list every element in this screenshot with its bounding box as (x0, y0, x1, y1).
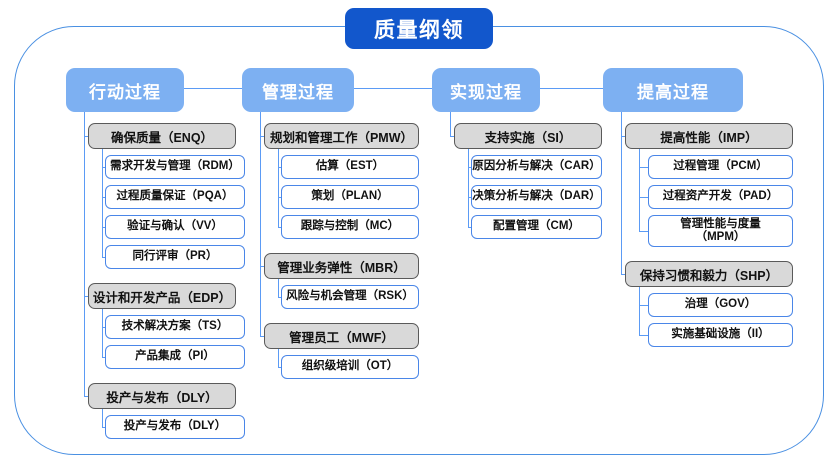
column-header-1[interactable]: 行动过程 (66, 68, 184, 112)
leaf-box[interactable]: 投产与发布（DLY） (105, 415, 245, 439)
group-box[interactable]: 提高性能（IMP） (625, 123, 793, 149)
leaf-box[interactable]: 产品集成（PI） (105, 345, 245, 369)
leaf-connector (468, 167, 471, 169)
leaf-trunk (639, 287, 641, 335)
column-header-4[interactable]: 提高过程 (603, 68, 743, 112)
leaf-box[interactable]: 验证与确认（VV） (105, 215, 245, 239)
leaf-connector (102, 197, 105, 199)
leaf-box[interactable]: 决策分析与解决（DAR） (471, 185, 602, 209)
leaf-connector (639, 305, 648, 307)
leaf-connector (102, 357, 105, 359)
leaf-connector (278, 197, 281, 199)
column-trunk (450, 112, 452, 136)
leaf-box[interactable]: 跟踪与控制（MC） (281, 215, 419, 239)
leaf-box[interactable]: 估算（EST） (281, 155, 419, 179)
leaf-connector (278, 227, 281, 229)
leaf-box[interactable]: 技术解决方案（TS） (105, 315, 245, 339)
leaf-box[interactable]: 管理性能与度量（MPM） (648, 215, 793, 247)
group-box[interactable]: 管理业务弹性（MBR） (264, 253, 419, 279)
leaf-box[interactable]: 风险与机会管理（RSK） (281, 285, 419, 309)
leaf-connector (468, 197, 471, 199)
column-trunk (260, 112, 262, 336)
top-spine (125, 88, 673, 90)
group-box[interactable]: 保持习惯和毅力（SHP） (625, 261, 793, 287)
group-box[interactable]: 投产与发布（DLY） (88, 383, 236, 409)
leaf-box[interactable]: 治理（GOV） (648, 293, 793, 317)
group-box[interactable]: 设计和开发产品（EDP） (88, 283, 236, 309)
group-connector (621, 274, 625, 276)
leaf-trunk (102, 409, 104, 427)
leaf-connector (102, 227, 105, 229)
leaf-connector (639, 231, 648, 233)
leaf-trunk (102, 149, 104, 257)
leaf-connector (102, 327, 105, 329)
group-connector (260, 136, 264, 138)
group-connector (84, 136, 88, 138)
leaf-trunk (468, 149, 470, 227)
leaf-trunk (102, 309, 104, 357)
leaf-box[interactable]: 过程质量保证（PQA） (105, 185, 245, 209)
leaf-connector (639, 335, 648, 337)
column-trunk (621, 112, 623, 274)
leaf-connector (278, 167, 281, 169)
group-connector (84, 296, 88, 298)
leaf-trunk (278, 149, 280, 227)
leaf-box[interactable]: 策划（PLAN） (281, 185, 419, 209)
leaf-connector (639, 167, 648, 169)
leaf-box[interactable]: 组织级培训（OT） (281, 355, 419, 379)
column-header-2[interactable]: 管理过程 (242, 68, 354, 112)
leaf-trunk (278, 349, 280, 367)
group-connector (450, 136, 454, 138)
leaf-box[interactable]: 原因分析与解决（CAR） (471, 155, 602, 179)
leaf-box[interactable]: 配置管理（CM） (471, 215, 602, 239)
leaf-trunk (278, 279, 280, 297)
leaf-connector (278, 367, 281, 369)
group-connector (260, 266, 264, 268)
group-box[interactable]: 管理员工（MWF） (264, 323, 419, 349)
leaf-connector (102, 427, 105, 429)
leaf-connector (102, 167, 105, 169)
leaf-box[interactable]: 过程资产开发（PAD） (648, 185, 793, 209)
leaf-trunk (639, 149, 641, 231)
group-connector (621, 136, 625, 138)
leaf-connector (639, 197, 648, 199)
group-box[interactable]: 规划和管理工作（PMW） (264, 123, 419, 149)
leaf-connector (278, 297, 281, 299)
group-connector (260, 336, 264, 338)
group-box[interactable]: 支持实施（SI） (454, 123, 602, 149)
leaf-box[interactable]: 实施基础设施（II） (648, 323, 793, 347)
leaf-connector (102, 257, 105, 259)
leaf-box[interactable]: 需求开发与管理（RDM） (105, 155, 245, 179)
column-header-3[interactable]: 实现过程 (432, 68, 540, 112)
group-box[interactable]: 确保质量（ENQ） (88, 123, 236, 149)
diagram-title: 质量纲领 (345, 8, 493, 49)
group-connector (84, 396, 88, 398)
leaf-box[interactable]: 同行评审（PR） (105, 245, 245, 269)
column-trunk (84, 112, 86, 396)
leaf-connector (468, 227, 471, 229)
leaf-box[interactable]: 过程管理（PCM） (648, 155, 793, 179)
